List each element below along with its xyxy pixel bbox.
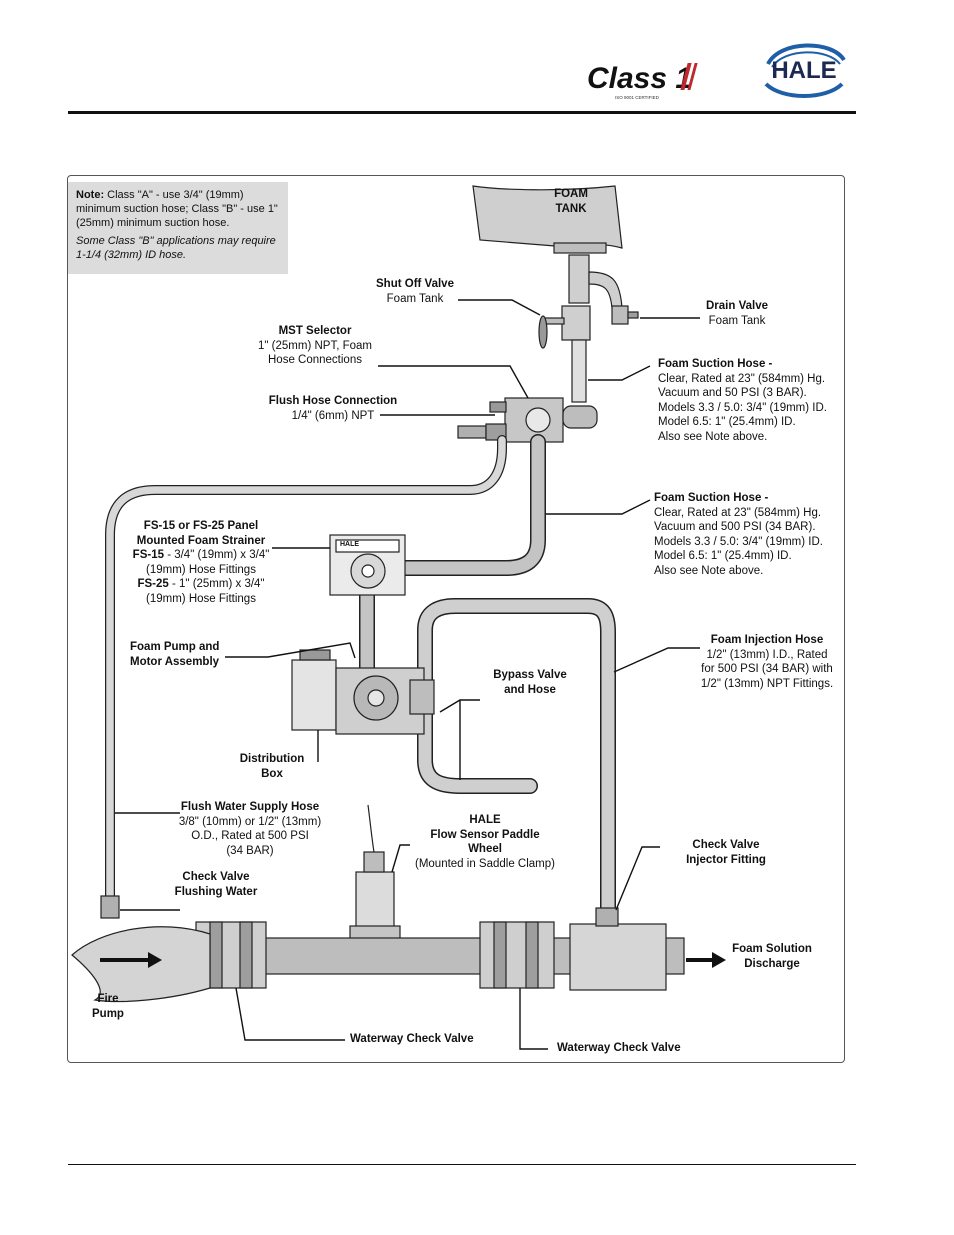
footer-rule bbox=[68, 1164, 856, 1165]
inflow-arrow bbox=[100, 952, 162, 968]
flow-sensor-body bbox=[355, 871, 395, 931]
class1-logo: Class 1 ISO 9001 CERTIFIED bbox=[585, 58, 707, 102]
mst-selector-label: MST Selector 1" (25mm) NPT, Foam Hose Co… bbox=[258, 325, 372, 366]
leader-injection bbox=[613, 647, 700, 673]
flow-sensor-label: HALE Flow Sensor Paddle Wheel (Mounted i… bbox=[415, 814, 555, 870]
leader-waterway-2 bbox=[519, 988, 548, 1050]
tank-outlet-pipe bbox=[568, 254, 590, 304]
discharge-arrow bbox=[686, 952, 726, 968]
flush-hose-connection-label: Flush Hose Connection 1/4" (6mm) NPT bbox=[268, 395, 398, 422]
hale-logo: HALE bbox=[752, 38, 856, 102]
note-box: Note: Class "A" - use 3/4" (19mm) minimu… bbox=[68, 182, 288, 274]
flushing-check-valve bbox=[100, 895, 120, 919]
bypass-valve-body bbox=[409, 679, 435, 715]
leader-mst bbox=[378, 365, 529, 399]
waterway-check-valve-2-label: Waterway Check Valve bbox=[557, 1042, 681, 1054]
bypass-hose bbox=[417, 692, 538, 794]
leader-waterway-1 bbox=[235, 987, 345, 1041]
figure-frame bbox=[67, 175, 845, 1063]
shut-off-valve-body bbox=[561, 305, 591, 341]
shut-off-valve-handle bbox=[538, 315, 548, 349]
drain-valve-body bbox=[611, 305, 629, 325]
fire-pump-shape bbox=[71, 926, 211, 1003]
class1-logo-text: Class 1 bbox=[587, 62, 692, 95]
note-text: Class "A" - use 3/4" (19mm) minimum suct… bbox=[76, 189, 278, 229]
leader-suction-1 bbox=[588, 365, 651, 381]
header-rule bbox=[68, 111, 856, 114]
foam-suction-hose-2-label: Foam Suction Hose - Clear, Rated at 23" … bbox=[654, 492, 823, 577]
drain-elbow bbox=[588, 271, 623, 309]
distribution-box bbox=[291, 659, 337, 731]
hale-logo-text: HALE bbox=[771, 57, 836, 84]
foam-suction-hose-1-label: Foam Suction Hose - Clear, Rated at 23" … bbox=[658, 358, 827, 443]
strainer-plate-text: HALE bbox=[340, 541, 360, 548]
class1-tagline: ISO 9001 CERTIFIED bbox=[615, 95, 660, 100]
strainer-label: FS-15 or FS-25 Panel Mounted Foam Strain… bbox=[132, 520, 270, 605]
leader-suction-2 bbox=[546, 499, 651, 515]
note-italic: Some Class "B" applications may require … bbox=[76, 235, 276, 261]
flush-water-supply-label: Flush Water Supply Hose 3/8" (10mm) or 1… bbox=[178, 801, 322, 857]
foam-suction-hose-upper bbox=[571, 339, 587, 403]
injector-fitting bbox=[595, 907, 619, 927]
leader-pump bbox=[225, 642, 356, 659]
foam-suction-hose-lower bbox=[397, 434, 546, 576]
foam-tank-shape bbox=[472, 185, 623, 249]
note-label: Note: bbox=[76, 189, 105, 201]
flush-hose-connection-fitting bbox=[457, 425, 487, 439]
waterway-check-valve-1-label: Waterway Check Valve bbox=[350, 1033, 474, 1045]
leader-shut-off bbox=[458, 299, 541, 316]
waterway-check-valve-right bbox=[479, 921, 555, 989]
leader-flow-sensor bbox=[391, 844, 410, 873]
leader-bypass bbox=[439, 699, 480, 780]
foam-injection-hose-label: Foam Injection Hose 1/2" (13mm) I.D., Ra… bbox=[700, 634, 834, 690]
leader-check-injector bbox=[615, 846, 660, 911]
